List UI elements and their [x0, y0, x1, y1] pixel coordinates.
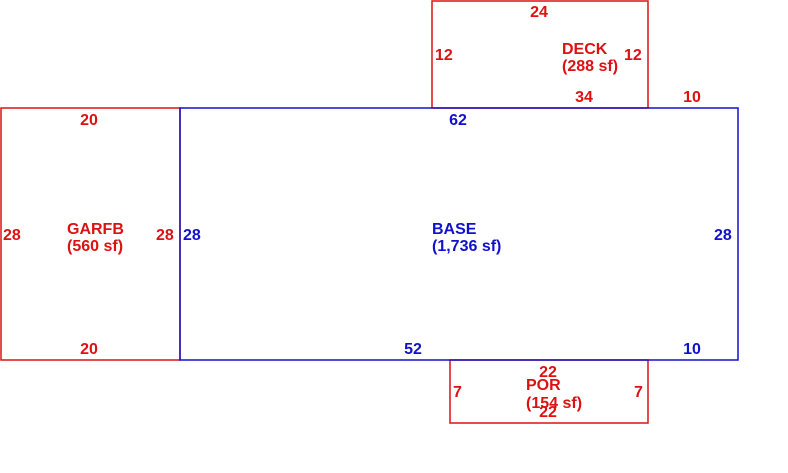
porch-area-label: (154 sf) — [526, 395, 582, 412]
garage-top-dimension: 20 — [80, 112, 98, 129]
porch-left-dimension: 7 — [453, 384, 462, 401]
garage-area-label: (560 sf) — [67, 238, 123, 255]
deck-right-dimension: 12 — [624, 47, 642, 64]
base-bottom-left-dimension: 52 — [404, 341, 422, 358]
garage-right-dimension: 28 — [156, 227, 174, 244]
porch-code-label: POR — [526, 377, 561, 394]
deck-bottom-dimension: 34 — [575, 89, 593, 106]
base-area-label: (1,736 sf) — [432, 238, 501, 255]
base-bottom-right-dimension: 10 — [683, 341, 701, 358]
deck-area-label: (288 sf) — [562, 58, 618, 75]
porch-bottom-dimension: 22 — [539, 404, 557, 421]
deck-offset-dimension: 10 — [683, 89, 701, 106]
base-left-dimension: 28 — [183, 227, 201, 244]
garage-code-label: GARFB — [67, 221, 124, 238]
deck-code-label: DECK — [562, 41, 608, 58]
porch-top-dimension: 22 — [539, 364, 557, 381]
base-right-dimension: 28 — [714, 227, 732, 244]
garage-left-dimension: 28 — [3, 227, 21, 244]
base-outline — [179, 107, 739, 361]
porch-right-dimension: 7 — [634, 384, 643, 401]
garage-bottom-dimension: 20 — [80, 341, 98, 358]
base-code-label: BASE — [432, 221, 477, 238]
base-top-dimension: 62 — [449, 112, 467, 129]
deck-left-dimension: 12 — [435, 47, 453, 64]
deck-top-dimension: 24 — [530, 4, 548, 21]
